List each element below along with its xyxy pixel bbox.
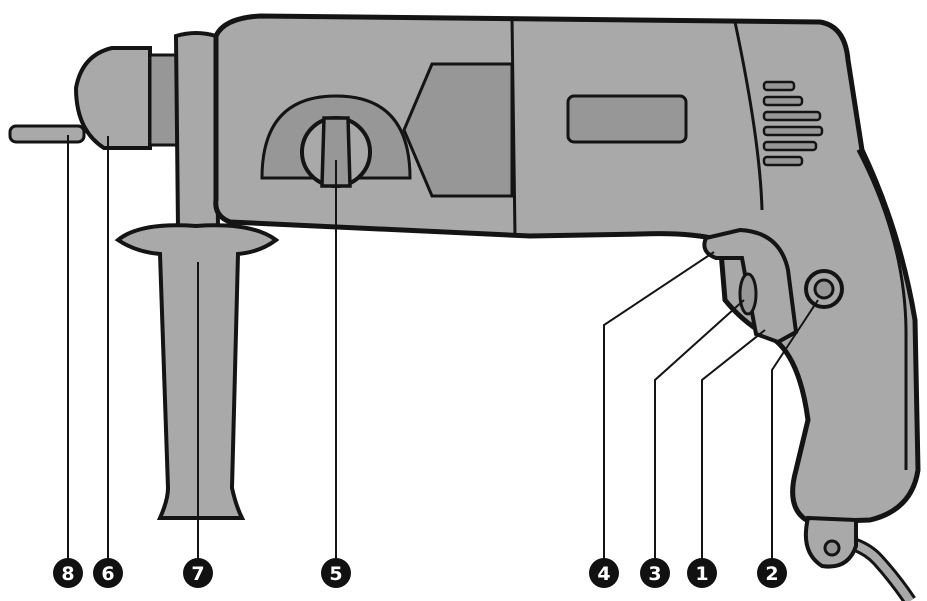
callout-8-number: 8 (61, 563, 74, 585)
callout-5-number: 5 (329, 563, 342, 585)
callout-1-number: 1 (695, 563, 708, 585)
chuck (73, 46, 180, 150)
leader-4 (603, 251, 715, 560)
callout-4-number: 4 (597, 563, 610, 585)
power-cable (803, 515, 916, 601)
callout-5: 5 (321, 558, 351, 588)
callout-7: 7 (183, 558, 213, 588)
motor-housing (213, 13, 921, 525)
callout-badges: 8 6 7 5 4 3 1 2 (53, 558, 787, 588)
leader-lines (67, 135, 819, 560)
trigger-assembly (702, 227, 844, 345)
leader-2 (771, 299, 819, 560)
leader-1 (701, 329, 766, 560)
callout-3: 3 (640, 558, 670, 588)
callout-7-number: 7 (191, 563, 204, 585)
callout-3-number: 3 (648, 563, 661, 585)
handle-collar (173, 31, 221, 230)
leader-3 (654, 299, 745, 560)
drill-bit (8, 124, 86, 144)
callout-6: 6 (93, 558, 123, 588)
callout-6-number: 6 (101, 563, 114, 585)
cooling-vents (762, 80, 824, 167)
callout-2: 2 (757, 558, 787, 588)
callout-2-number: 2 (765, 563, 778, 585)
function-selector-knob (260, 94, 412, 188)
callout-1: 1 (687, 558, 717, 588)
callout-4: 4 (589, 558, 619, 588)
callout-8: 8 (53, 558, 83, 588)
